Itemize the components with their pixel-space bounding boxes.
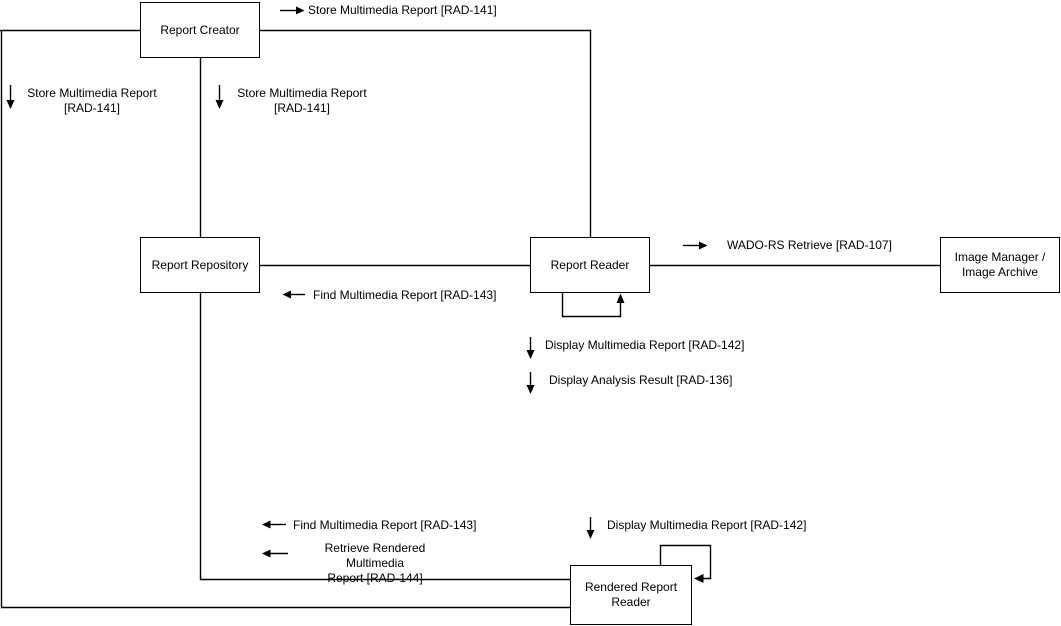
arrow-left-icon bbox=[694, 574, 704, 583]
actor-report-reader-label: Report Reader bbox=[550, 257, 630, 272]
arrow-down-display-analysis-icon bbox=[526, 372, 535, 394]
self-loop-report-reader bbox=[561, 293, 625, 318]
arrow-down-display-reader-icon bbox=[526, 337, 535, 359]
transaction-wado-rs-retrieve-label: WADO-RS Retrieve [RAD-107] bbox=[727, 238, 892, 252]
actor-rendered-report-reader: Rendered Report Reader bbox=[570, 565, 692, 625]
transaction-store-multimedia-mid-label: Store Multimedia Report [RAD-141] bbox=[237, 86, 367, 116]
transaction-store-multimedia-left-line2: [RAD-141] bbox=[63, 101, 121, 115]
transaction-retrieve-rendered-line1: Retrieve Rendered Multimedia bbox=[324, 541, 426, 570]
arrow-down-store-mid-icon bbox=[215, 85, 224, 109]
arrow-down-display-rendered-icon bbox=[586, 517, 595, 539]
arrow-left-find-mid-icon bbox=[282, 290, 305, 299]
transaction-retrieve-rendered-line2: Report [RAD-144] bbox=[327, 571, 423, 585]
actor-image-manager-line1: Image Manager / bbox=[954, 250, 1046, 264]
transaction-store-multimedia-top-label: Store Multimedia Report [RAD-141] bbox=[308, 3, 497, 17]
transaction-display-multimedia-reader-label: Display Multimedia Report [RAD-142] bbox=[545, 338, 745, 352]
wire-creator-left-border bbox=[0, 29, 570, 609]
transaction-store-multimedia-left-line1: Store Multimedia Report bbox=[27, 86, 157, 100]
transaction-display-analysis-result-label: Display Analysis Result [RAD-136] bbox=[549, 373, 733, 387]
transaction-find-multimedia-mid-label: Find Multimedia Report [RAD-143] bbox=[313, 288, 497, 302]
actor-image-manager-line2: Image Archive bbox=[961, 265, 1039, 279]
arrow-left-retrieve-rendered-icon bbox=[262, 549, 288, 558]
actor-image-manager-label: Image Manager / Image Archive bbox=[955, 250, 1046, 280]
actor-report-repository: Report Repository bbox=[140, 237, 260, 293]
actor-report-creator-label: Report Creator bbox=[160, 22, 240, 37]
arrow-left-find-bottom-icon bbox=[262, 520, 286, 529]
actor-rendered-report-reader-label: Rendered Report Reader bbox=[585, 580, 677, 610]
transaction-display-multimedia-rendered-label: Display Multimedia Report [RAD-142] bbox=[607, 518, 807, 532]
transaction-retrieve-rendered-label: Retrieve Rendered Multimedia Report [RAD… bbox=[294, 541, 456, 586]
wire-repository-to-rendered-reader bbox=[199, 293, 570, 581]
transaction-store-multimedia-mid-line2: [RAD-141] bbox=[273, 101, 331, 115]
arrow-right-wado-icon bbox=[683, 241, 708, 250]
arrow-right-store-top-icon bbox=[280, 6, 305, 15]
transaction-find-multimedia-bottom-label: Find Multimedia Report [RAD-143] bbox=[293, 518, 477, 532]
actor-rendered-report-reader-line2: Reader bbox=[611, 595, 651, 609]
self-loop-rendered-report-reader bbox=[659, 544, 712, 583]
arrow-down-store-left-icon bbox=[6, 85, 15, 109]
actor-image-manager: Image Manager / Image Archive bbox=[940, 237, 1060, 293]
actor-report-repository-label: Report Repository bbox=[151, 257, 249, 272]
actor-report-creator: Report Creator bbox=[140, 2, 260, 58]
actor-rendered-report-reader-line1: Rendered Report bbox=[584, 580, 678, 594]
transaction-store-multimedia-left-label: Store Multimedia Report [RAD-141] bbox=[27, 86, 157, 116]
transaction-store-multimedia-mid-line1: Store Multimedia Report bbox=[237, 86, 367, 100]
wire-creator-to-report-reader bbox=[260, 29, 592, 237]
actor-report-reader: Report Reader bbox=[530, 237, 650, 293]
arrow-up-icon bbox=[616, 293, 625, 303]
